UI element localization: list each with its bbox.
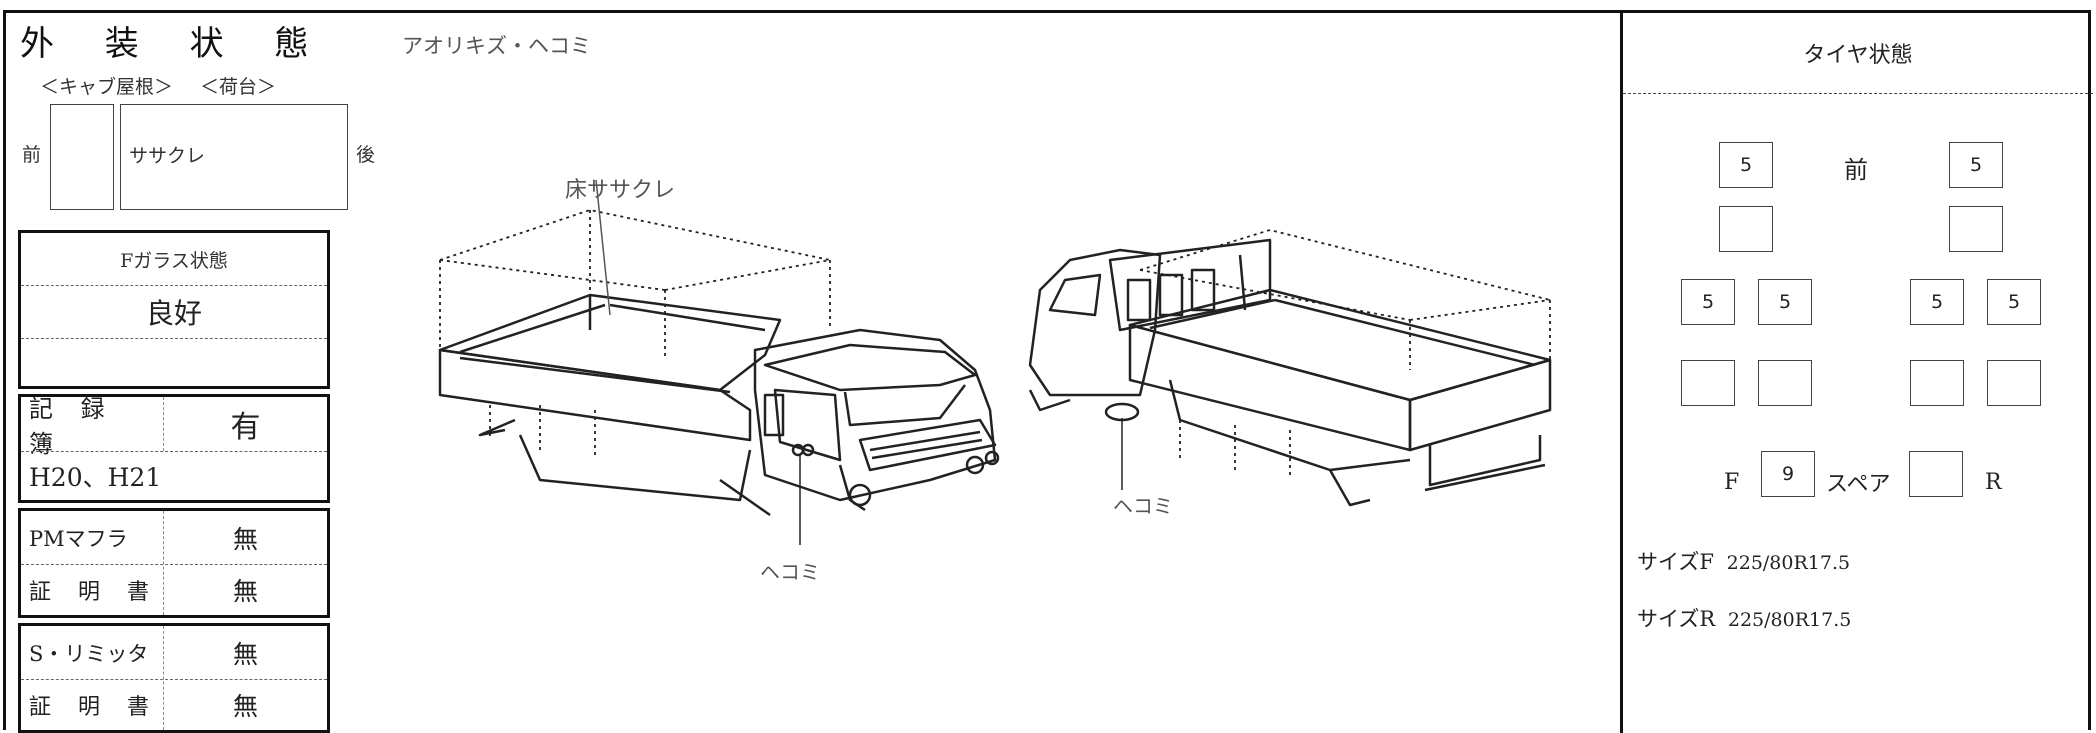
- slimiter-cert-label: 証 明 書: [29, 695, 159, 720]
- glass-panel: Fガラス状態 良好: [18, 230, 330, 389]
- pm-cert-value: 無: [232, 577, 258, 606]
- size-front-value: 225/80R17.5: [1726, 552, 1851, 574]
- record-years: H20、H21: [29, 463, 162, 492]
- glass-value: 良好: [145, 297, 202, 330]
- divider: [21, 285, 327, 286]
- dent-note-1: ヘコミ: [760, 560, 820, 584]
- cab-roof-box: [50, 104, 114, 210]
- divider: [21, 564, 327, 565]
- tire-front-right-2: [1949, 206, 2003, 252]
- tire-divider: [1620, 10, 1623, 733]
- tire-front-left: 5: [1719, 142, 1773, 188]
- slimiter-cert-value: 無: [232, 692, 258, 721]
- record-value: 有: [230, 410, 261, 445]
- dent-note-2: ヘコミ: [1113, 494, 1173, 518]
- bed-box: ササクレ: [120, 104, 348, 210]
- divider: [21, 451, 327, 452]
- glass-label: Fガラス状態: [120, 249, 228, 272]
- size-rear: サイズR 225/80R17.5: [1637, 603, 1851, 633]
- tire-rear-right-outer: 5: [1987, 279, 2041, 325]
- rear-label: 後: [356, 144, 376, 166]
- tire-front-right: 5: [1949, 142, 2003, 188]
- tire-rear-right-outer-2: [1987, 360, 2041, 406]
- pm-panel: PMマフラ 無 証 明 書 無: [18, 508, 330, 618]
- bed-note: ササクレ: [129, 145, 206, 167]
- truck-diagram-rear: [1028, 229, 1552, 507]
- divider: [163, 626, 164, 730]
- record-label: 記 録 簿: [29, 395, 115, 458]
- size-front-label: サイズF: [1637, 550, 1714, 574]
- pm-cert-label: 証 明 書: [29, 580, 159, 605]
- tire-rear-left-inner: 5: [1758, 279, 1812, 325]
- tire-rear-right-inner: 5: [1910, 279, 1964, 325]
- size-rear-label: サイズR: [1637, 607, 1716, 631]
- size-front: サイズF 225/80R17.5: [1637, 546, 1850, 576]
- floor-note: 床ササクレ: [565, 178, 676, 203]
- divider: [1623, 93, 2093, 94]
- spare-label: スペア: [1826, 472, 1891, 497]
- truck-diagram-front: [438, 180, 1000, 545]
- spare-f-label: F: [1724, 470, 1740, 495]
- tire-rear-left-inner-2: [1758, 360, 1812, 406]
- spare-r-label: R: [1985, 470, 2002, 495]
- divider: [163, 397, 164, 451]
- page-title: 外 装 状 態: [20, 24, 329, 64]
- pm-value: 無: [232, 524, 258, 554]
- bed-label: ＜荷台＞: [200, 76, 277, 98]
- spare-f-value: 9: [1761, 451, 1815, 497]
- slimiter-panel: S・リミッタ 無 証 明 書 無: [18, 623, 330, 733]
- tire-front-left-2: [1719, 206, 1773, 252]
- sheet-frame: [3, 10, 2091, 730]
- record-panel: 記 録 簿 有 H20、H21: [18, 394, 330, 503]
- size-rear-value: 225/80R17.5: [1727, 609, 1852, 631]
- front-label: 前: [22, 144, 42, 166]
- divider: [163, 511, 164, 615]
- diagram-note: アオリキズ・ヘコミ: [402, 34, 591, 58]
- tire-rear-left-outer: 5: [1681, 279, 1735, 325]
- slimiter-label: S・リミッタ: [29, 641, 149, 666]
- spare-value: [1909, 451, 1963, 497]
- tire-rear-left-outer-2: [1681, 360, 1735, 406]
- divider: [21, 679, 327, 680]
- cab-roof-label: ＜キャブ屋根＞: [40, 76, 174, 98]
- tire-title: タイヤ状態: [1803, 43, 1913, 68]
- tire-rear-right-inner-2: [1910, 360, 1964, 406]
- tire-front-label: 前: [1844, 156, 1868, 184]
- slimiter-value: 無: [232, 639, 258, 669]
- pm-label: PMマフラ: [29, 526, 128, 551]
- divider: [21, 338, 327, 339]
- glass-note: [21, 339, 327, 386]
